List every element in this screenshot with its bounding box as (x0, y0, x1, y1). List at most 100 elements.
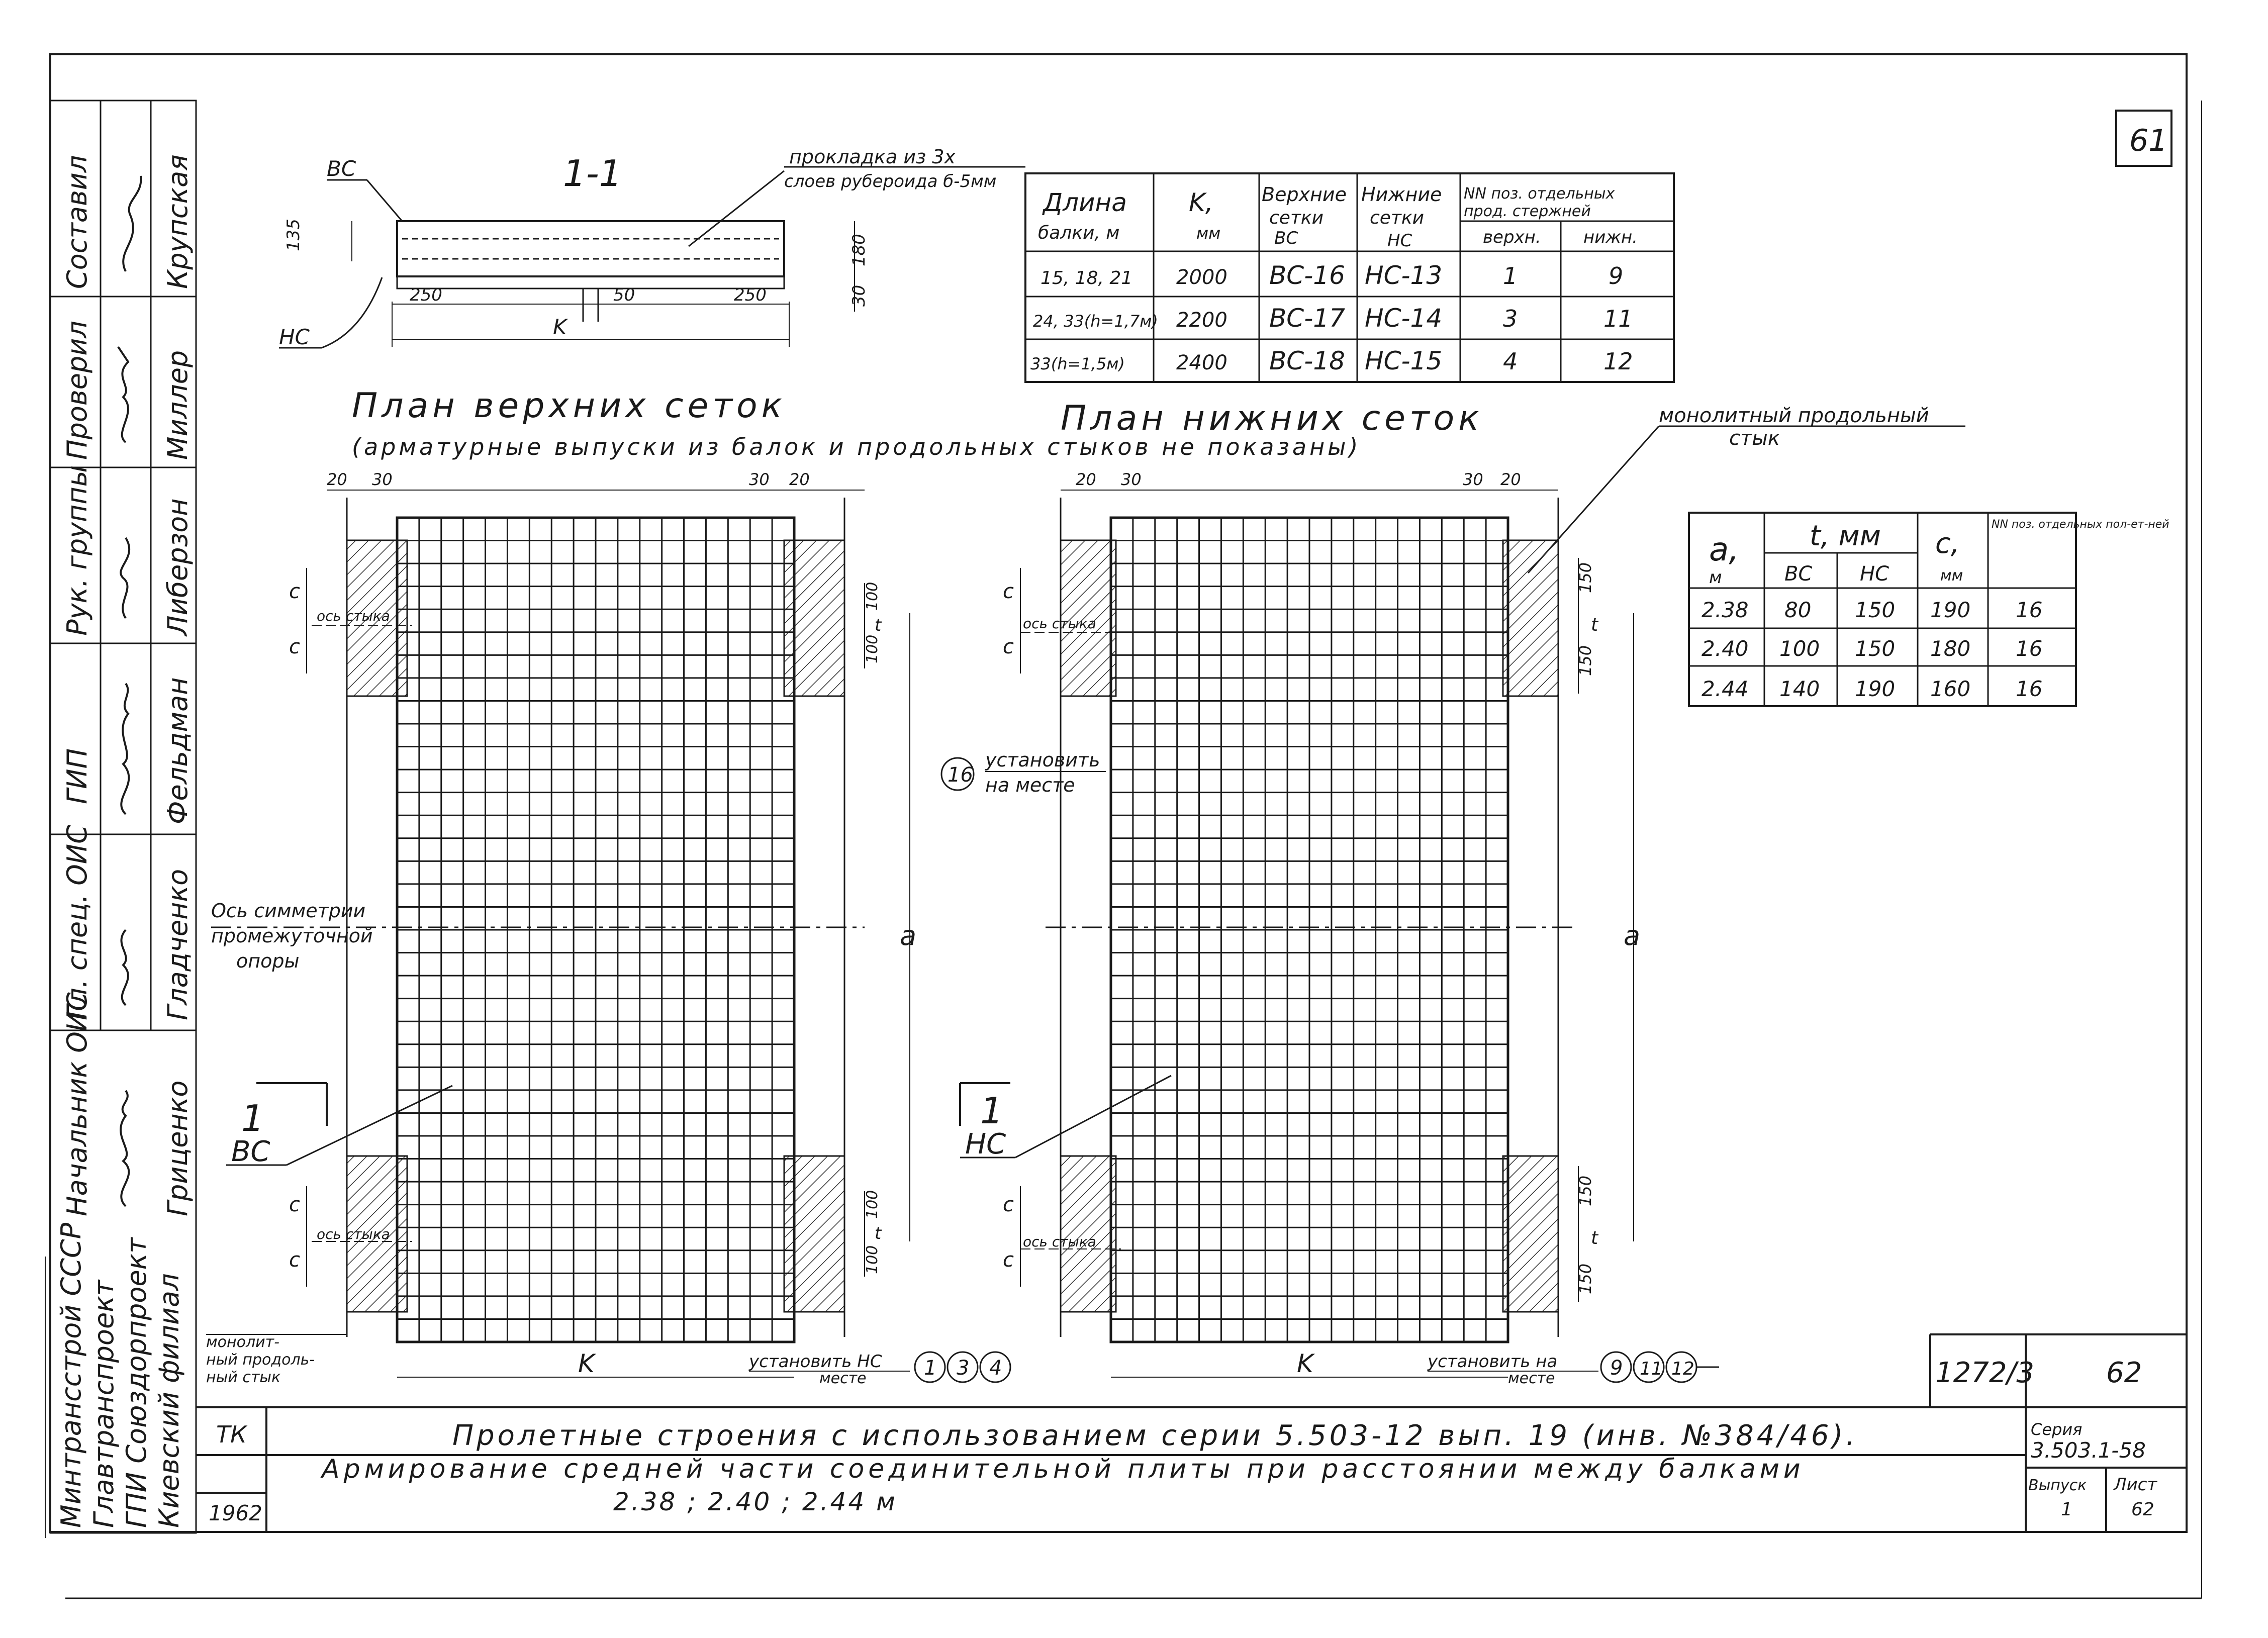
bot-sec-mark: 1 (980, 1090, 1003, 1132)
callout-16-line1: установить (985, 749, 1100, 771)
bot-dim-20-r: 20 (1500, 470, 1521, 489)
sym-axis-1: Ось симметрии (211, 900, 365, 922)
tb-tk: ТК (216, 1421, 248, 1448)
bot-c-1: c (1003, 580, 1014, 603)
t1-h-k-2: мм (1196, 224, 1220, 243)
t1-h-k-1: K, (1189, 188, 1213, 217)
tb-issue: 1 (2061, 1499, 2072, 1520)
name-2: Миллер (162, 350, 194, 460)
bot-dim-a: a (1624, 920, 1640, 951)
t2-r1-nn: 16 (2016, 598, 2042, 622)
top-dim-30-r: 30 (749, 470, 770, 489)
table-spacing (1688, 512, 2077, 707)
bot-bubble-3: 12 (1671, 1359, 1694, 1379)
t1-r1-top: 1 (1503, 262, 1518, 290)
t1-r1-len: 15, 18, 21 (1041, 268, 1132, 288)
top-install-2: месте (819, 1370, 867, 1387)
bot-install-1: установить на (1427, 1352, 1557, 1372)
bot-c-4: c (1003, 1248, 1014, 1272)
tb-sheet-label: Лист (2113, 1475, 2157, 1495)
t2-r3-ns: 190 (1855, 677, 1895, 701)
dim-250-left: 250 (410, 285, 442, 305)
t1-h-vs-1: Верхние (1262, 183, 1347, 206)
t2-r2-c: 180 (1930, 636, 1970, 661)
t1-r2-vs: ВС-17 (1269, 304, 1345, 333)
top-install-1: установить НС (748, 1352, 882, 1372)
t1-h-vs-3: ВС (1274, 228, 1298, 248)
t1-h-len-2: балки, м (1038, 223, 1119, 243)
tb-line2: Армирование средней части соединительной… (320, 1454, 1805, 1484)
top-joint-1: монолит- (206, 1333, 279, 1351)
top-c-1: c (289, 580, 300, 603)
bot-ns-label: НС (965, 1128, 1006, 1161)
mesh-vs (397, 518, 794, 1342)
dim-180: 180 (849, 234, 869, 266)
role-3: Рук. группы (61, 465, 93, 636)
bot-axis-joint-2: ось стыка (1023, 1233, 1096, 1250)
name-5: Гладченко (162, 869, 194, 1020)
left-stamp-text: Составил Проверил Рук. группы ГИП Гл. сп… (55, 154, 194, 1528)
t1-r3-len: 33(h=1,5м) (1030, 354, 1125, 373)
top-dim-100-b: 100 (864, 635, 881, 663)
t1-h-len-1: Длина (1042, 188, 1127, 217)
plan-bottom-title: План нижних сеток (1061, 399, 1483, 438)
top-dim-100-a: 100 (864, 582, 881, 611)
sym-axis-3: опоры (236, 950, 299, 972)
t1-r3-vs: ВС-18 (1269, 346, 1345, 375)
top-c-3: c (289, 1193, 300, 1216)
role-1: Составил (61, 155, 93, 289)
t1-h-ns-3: НС (1387, 231, 1412, 251)
bot-dim-t-b: t (1591, 1228, 1599, 1248)
t2-h-c-1: c, (1935, 527, 1960, 560)
bot-dim-150-d: 150 (1576, 1264, 1595, 1294)
org-line-1: Минтрансстрой СССР (55, 1222, 87, 1528)
plan-headings: План верхних сеток План нижних сеток (ар… (352, 386, 1965, 573)
t2-r3-vs: 140 (1779, 677, 1820, 701)
bot-dim-150-b: 150 (1576, 645, 1595, 676)
t2-h-nn: NN поз. отдельных пол-ет-ней (1992, 518, 2169, 531)
t2-h-t: t, мм (1810, 520, 1881, 552)
signature-3 (120, 537, 130, 619)
sym-axis-2: промежуточной (211, 925, 373, 947)
t2-r1-a: 2.38 (1702, 598, 1749, 622)
t1-h-bot: нижн. (1583, 227, 1638, 247)
section-title: 1-1 (563, 152, 622, 195)
t1-r2-ns: НС-14 (1365, 304, 1442, 333)
signature-2 (117, 346, 130, 443)
plan-bottom-drawing: 20 30 30 20 c c ось стыка c c ось стыка … (959, 470, 1719, 1387)
tb-series-label: Серия (2031, 1420, 2082, 1439)
pad-note-2: слоев рубероида б-5мм (784, 171, 996, 191)
section-1-1: 1-1 ВС НС прокладка из 3х слоев рубероид… (279, 146, 1025, 349)
top-dim-t-a: t (875, 615, 882, 635)
left-stamp (49, 100, 197, 1534)
t1-r1-bot: 9 (1609, 262, 1623, 290)
t2-r1-ns: 150 (1855, 598, 1895, 622)
t2-r1-c: 190 (1930, 598, 1970, 622)
sheet-number-box: 61 (2115, 110, 2172, 167)
bot-dim-k: K (1297, 1349, 1315, 1378)
t1-h-top: верхн. (1483, 227, 1541, 247)
title-block-text: ТК 1962 Пролетные строения с использован… (209, 1357, 2157, 1525)
t2-r3-c: 160 (1930, 677, 1970, 701)
t2-r2-vs: 100 (1779, 636, 1820, 661)
bot-dim-30: 30 (1121, 470, 1142, 489)
sheet-number-top: 61 (2129, 123, 2167, 158)
top-bubble-1: 1 (924, 1357, 936, 1380)
top-dim-100-d: 100 (864, 1245, 881, 1274)
bot-dim-150-c: 150 (1576, 1176, 1595, 1206)
tb-sheet: 62 (2106, 1357, 2142, 1389)
dim-135: 135 (284, 219, 304, 251)
tb-doc-no: 1272/3 (1935, 1357, 2034, 1389)
t1-r1-ns: НС-13 (1365, 261, 1442, 290)
bot-dim-30-r: 30 (1463, 470, 1483, 489)
section-vs-label: ВС (327, 156, 356, 181)
t1-r3-k: 2400 (1176, 351, 1227, 374)
t2-h-vs: ВС (1784, 562, 1812, 586)
t2-h-a-2: м (1709, 567, 1722, 588)
t1-r3-bot: 12 (1603, 348, 1633, 375)
callout-16-num: 16 (948, 763, 973, 787)
mono-joint-1: монолитный продольный (1659, 404, 1929, 427)
signature-5 (120, 929, 129, 1006)
bot-bubble-1: 9 (1610, 1357, 1623, 1380)
